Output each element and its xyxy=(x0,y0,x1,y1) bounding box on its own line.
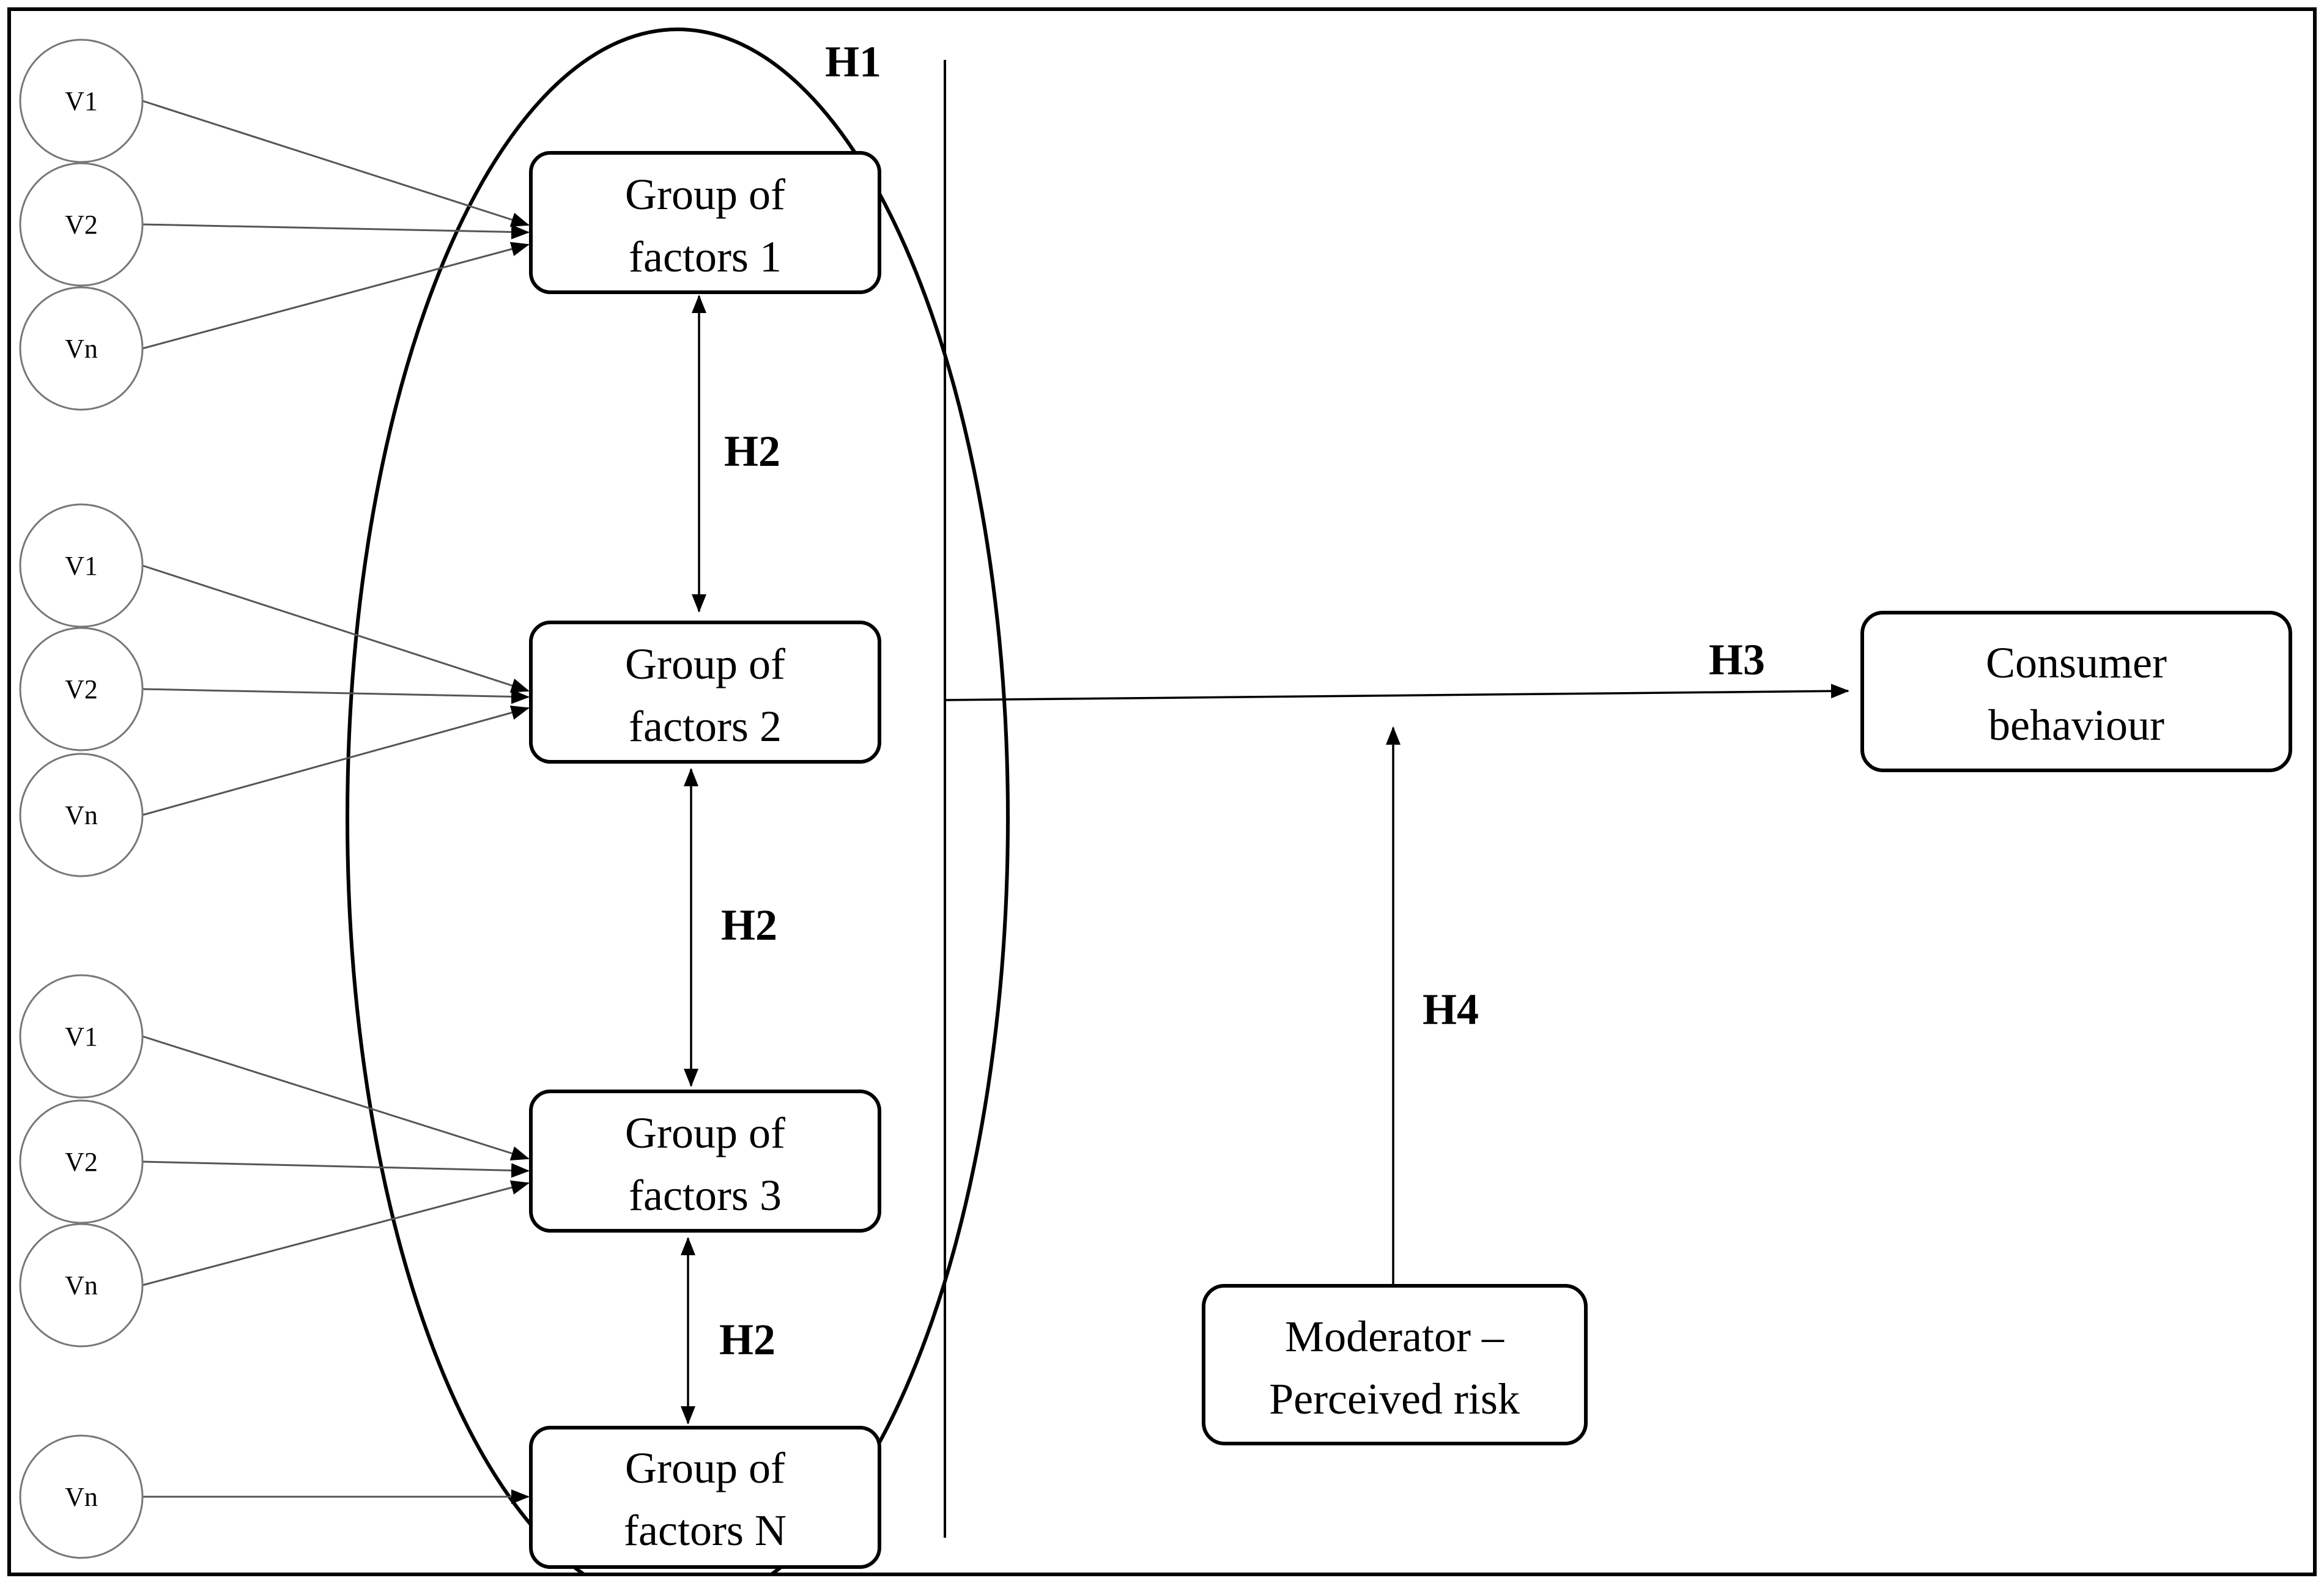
variable-node xyxy=(19,1434,144,1559)
variable-node xyxy=(19,503,144,628)
edge-g1-v2 xyxy=(142,223,530,240)
variable-label: V1 xyxy=(65,551,98,581)
factor-box-line1: Group of xyxy=(625,640,785,688)
h1-label: H1 xyxy=(825,37,881,86)
consumer-behaviour-line1: Consumer xyxy=(1986,638,2167,687)
edge-g1-vn xyxy=(142,242,530,350)
variable-label: Vn xyxy=(65,1271,98,1300)
edge-g3-v2 xyxy=(142,1160,530,1178)
h4-label: H4 xyxy=(1423,985,1479,1034)
h2-label-2: H2 xyxy=(721,901,777,950)
factor-box-line2: factors 1 xyxy=(629,232,782,281)
consumer-behaviour-line2: behaviour xyxy=(1988,701,2164,750)
h2-label-1: H2 xyxy=(724,427,780,476)
edge-g1-v1 xyxy=(142,100,530,227)
variable-label: V2 xyxy=(65,1147,98,1177)
factor-box-line1: Group of xyxy=(625,170,785,219)
variable-label: V1 xyxy=(65,1022,98,1052)
h2-label-3: H2 xyxy=(719,1315,775,1364)
edge-g2-v1 xyxy=(142,564,530,693)
variable-node xyxy=(19,162,144,287)
factor-group-n: Vn Group of factors N xyxy=(19,1426,881,1569)
factor-box xyxy=(529,151,881,294)
variable-node xyxy=(19,1223,144,1348)
variable-node xyxy=(19,974,144,1099)
variable-label: Vn xyxy=(65,800,98,830)
moderator-line2: Perceived risk xyxy=(1269,1374,1520,1423)
h1-ellipse xyxy=(346,28,1010,1574)
factor-box xyxy=(529,621,881,764)
h3-label: H3 xyxy=(1709,635,1765,684)
variable-node xyxy=(19,753,144,877)
variable-label: V1 xyxy=(65,86,98,116)
edge-g3-vn xyxy=(142,1180,530,1286)
variable-node xyxy=(19,627,144,751)
factor-box-line1: Group of xyxy=(625,1108,785,1157)
factor-box xyxy=(529,1426,881,1569)
variable-node xyxy=(19,39,144,163)
factor-box-line2: factors N xyxy=(624,1506,786,1555)
edge-g3-v1 xyxy=(142,1035,530,1160)
variable-label: Vn xyxy=(65,1482,98,1512)
h3-arrow xyxy=(944,684,1849,701)
factor-group-2: V1 V2 Vn Group of factors 2 xyxy=(19,503,881,877)
consumer-behaviour-box xyxy=(1860,611,2292,772)
moderator-line1: Moderator – xyxy=(1285,1312,1504,1361)
edge-g2-v2 xyxy=(142,688,530,704)
variable-node xyxy=(19,1099,144,1224)
factor-box xyxy=(529,1090,881,1233)
variable-node xyxy=(19,286,144,411)
variable-label: V2 xyxy=(65,674,98,704)
variable-label: Vn xyxy=(65,334,98,364)
moderator-box xyxy=(1202,1284,1588,1445)
factor-box-line2: factors 2 xyxy=(629,702,782,751)
diagram-frame xyxy=(7,7,2317,1576)
variable-label: V2 xyxy=(65,210,98,240)
factor-box-line1: Group of xyxy=(625,1444,785,1492)
edge-g2-vn xyxy=(142,705,530,816)
factor-box-line2: factors 3 xyxy=(629,1171,782,1220)
factor-group-1: V1 V2 Vn Group of factors 1 xyxy=(19,39,881,411)
factor-group-3: V1 V2 Vn Group of factors 3 xyxy=(19,974,881,1348)
